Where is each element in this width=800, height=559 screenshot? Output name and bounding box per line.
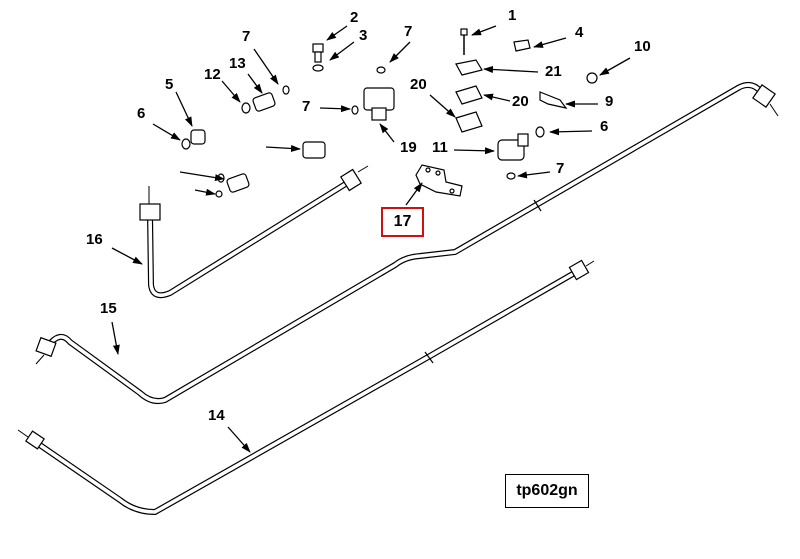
callout-7-top-left: 7 bbox=[242, 28, 251, 45]
callout-7-top-right: 7 bbox=[404, 23, 413, 40]
callout-7-middle: 7 bbox=[302, 98, 311, 115]
leader-arrows bbox=[111, 25, 631, 453]
hose-15 bbox=[35, 81, 779, 405]
callout-4: 4 bbox=[575, 24, 584, 41]
callout-1: 1 bbox=[508, 7, 517, 24]
callout-21: 21 bbox=[545, 63, 562, 80]
callout-15: 15 bbox=[100, 300, 117, 317]
figure-code-label: tp602gn bbox=[516, 482, 578, 499]
hose-14 bbox=[17, 259, 595, 516]
figure-code-box: tp602gn bbox=[505, 474, 589, 508]
callout-9: 9 bbox=[605, 93, 614, 110]
callout-6-left: 6 bbox=[137, 105, 146, 122]
callout-11: 11 bbox=[432, 139, 448, 156]
callout-3: 3 bbox=[359, 27, 368, 44]
callout-16: 16 bbox=[86, 231, 103, 248]
callout-14: 14 bbox=[208, 407, 225, 424]
callout-20-right: 20 bbox=[512, 93, 529, 110]
callout-6-right: 6 bbox=[600, 118, 609, 135]
callout-13: 13 bbox=[229, 55, 246, 72]
callout-17-label: 17 bbox=[393, 213, 412, 230]
callout-19: 19 bbox=[400, 139, 417, 156]
hose-16 bbox=[139, 165, 369, 299]
callout-7-right: 7 bbox=[556, 160, 565, 177]
callout-12: 12 bbox=[204, 66, 221, 83]
callout-2: 2 bbox=[350, 9, 359, 26]
callout-17-highlighted: 17 bbox=[381, 207, 424, 237]
callout-20-left: 20 bbox=[410, 76, 427, 93]
parts-cluster bbox=[181, 28, 598, 198]
callout-5: 5 bbox=[165, 76, 174, 93]
callout-10: 10 bbox=[634, 38, 651, 55]
